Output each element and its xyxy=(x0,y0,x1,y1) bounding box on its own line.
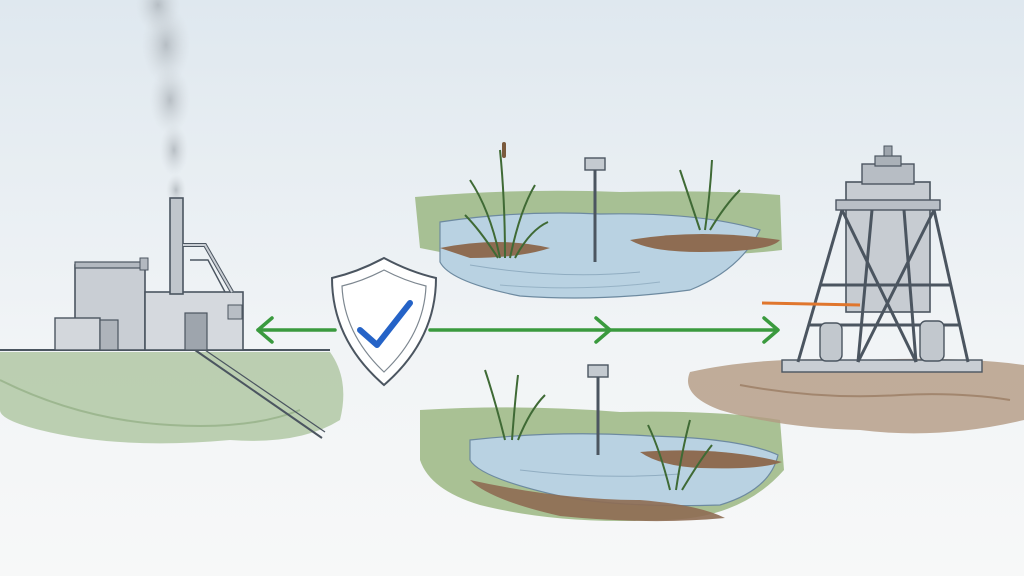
gauge-sensor-top xyxy=(584,157,606,171)
gauge-sensor-bottom xyxy=(587,364,609,378)
factory-ground xyxy=(0,352,344,444)
factory-icon xyxy=(0,0,344,444)
checkmark xyxy=(357,300,413,348)
orange-pipe xyxy=(761,301,861,307)
flow-arrows xyxy=(256,316,780,344)
wetland-bottom xyxy=(420,364,784,522)
shield-check-icon xyxy=(330,256,438,387)
wetland-top-water xyxy=(439,212,761,299)
storage-tower-icon xyxy=(688,145,1024,434)
smoke-plume xyxy=(136,0,190,206)
wetland-top xyxy=(415,142,782,299)
